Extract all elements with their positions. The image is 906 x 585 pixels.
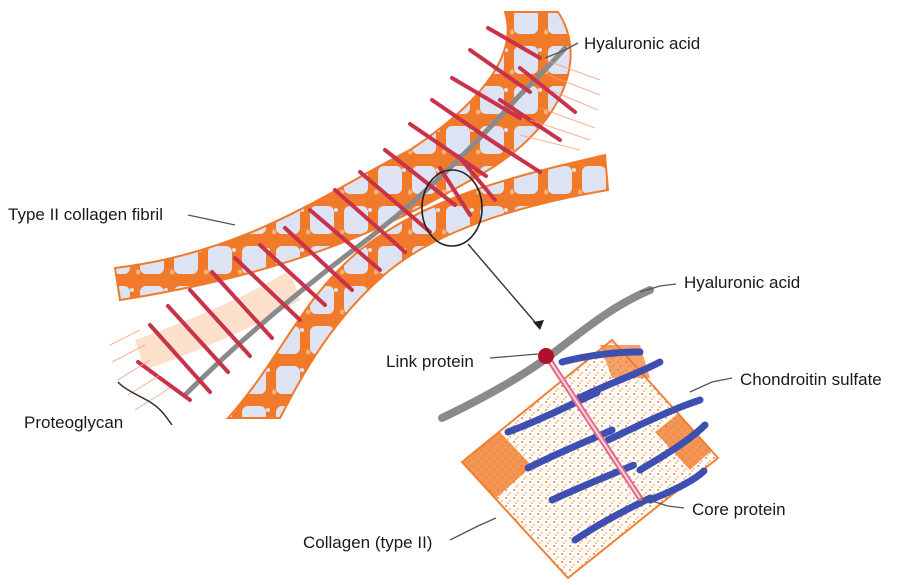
- leader-fibril: [187, 214, 236, 226]
- zoom-arrow-head: [533, 320, 544, 330]
- collagen-fibril-upper: [113, 11, 572, 302]
- proteoglycan-hairs: [109, 59, 601, 411]
- label-hyaluronic-acid-inset: Hyaluronic acid: [684, 273, 801, 292]
- inset-hyaluronic-acid: [438, 286, 654, 422]
- magnifier-circle: [421, 169, 483, 247]
- leader-link-protein: [489, 353, 539, 359]
- leader-chondroitin: [689, 377, 733, 393]
- leader-collagen: [449, 517, 497, 541]
- label-collagen-type2: Collagen (type II): [303, 533, 433, 552]
- leader-lines: [187, 42, 733, 541]
- label-proteoglycan: Proteoglycan: [24, 413, 124, 432]
- label-core-protein: Core protein: [692, 500, 786, 519]
- label-type2-collagen-fibril: Type II collagen fibril: [8, 205, 163, 224]
- link-protein-dot: [538, 348, 554, 364]
- label-chondroitin-sulfate: Chondroitin sulfate: [740, 370, 882, 389]
- leader-hyaluronic-top: [544, 42, 579, 59]
- leader-core: [641, 497, 685, 509]
- inset-detail: [438, 286, 720, 580]
- label-hyaluronic-acid-top: Hyaluronic acid: [584, 34, 701, 53]
- leader-hyaluronic-inset: [639, 283, 677, 293]
- collagen-fibril-lower: [225, 153, 610, 419]
- chondroitin-sulfate-chains: [504, 348, 709, 544]
- proteoglycan-bracket: [117, 381, 173, 426]
- label-link-protein: Link protein: [386, 352, 474, 371]
- zoom-arrow: [467, 243, 541, 329]
